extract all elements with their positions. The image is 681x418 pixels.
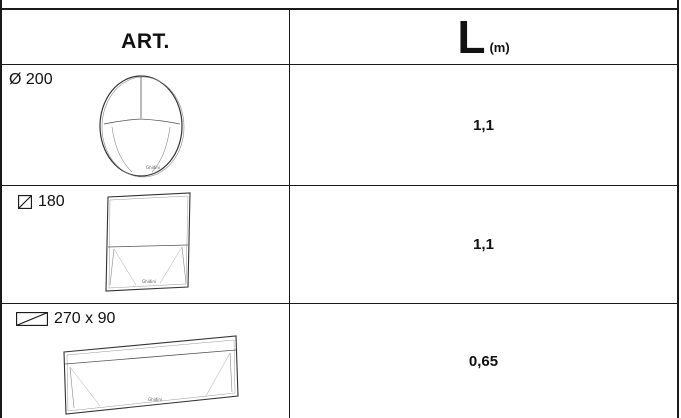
row-divider-1: [0, 185, 679, 186]
rectangle-lamp-illustration: Ghidini: [63, 335, 239, 415]
square-lamp-brand: Ghidini: [142, 279, 156, 284]
row-divider-header: [0, 64, 679, 65]
square-shape-icon: [18, 195, 32, 209]
table-border-left: [0, 0, 2, 418]
row-1-size-label: Ø 200: [9, 71, 53, 89]
row-3-value-text: 0,65: [468, 352, 499, 370]
row-2-value: 1,1: [290, 186, 677, 303]
row-3-size-label: 270 x 90: [16, 310, 115, 328]
header-art: ART.: [2, 10, 289, 64]
row-2-size-text: 180: [38, 193, 65, 210]
square-lamp-illustration: Ghidini: [105, 192, 191, 292]
round-lamp-illustration: Ghidini: [99, 75, 185, 178]
header-length: L (m): [290, 10, 677, 64]
row-3-size-text: 270 x 90: [54, 310, 116, 327]
table-border-right: [677, 0, 679, 418]
row-1-size-text: Ø 200: [9, 71, 53, 88]
row-2-value-text: 1,1: [473, 236, 494, 253]
row-divider-2: [0, 303, 679, 304]
row-1-value: 1,1: [290, 65, 677, 185]
row-3-value: 0,65: [290, 304, 677, 418]
row-1-value-text: 1,1: [473, 116, 494, 134]
column-divider: [289, 9, 290, 418]
row-divider-top: [0, 8, 679, 10]
rectangle-shape-icon: [16, 312, 48, 326]
rectangle-lamp-brand: Ghidini: [148, 397, 162, 402]
header-length-unit: (m): [489, 40, 510, 55]
header-length-symbol: L: [457, 11, 486, 63]
header-art-label: ART.: [121, 30, 170, 53]
header-length-label: L (m): [457, 11, 510, 63]
round-lamp-brand: Ghidini: [146, 165, 160, 170]
row-2-size-label: 180: [18, 193, 65, 211]
